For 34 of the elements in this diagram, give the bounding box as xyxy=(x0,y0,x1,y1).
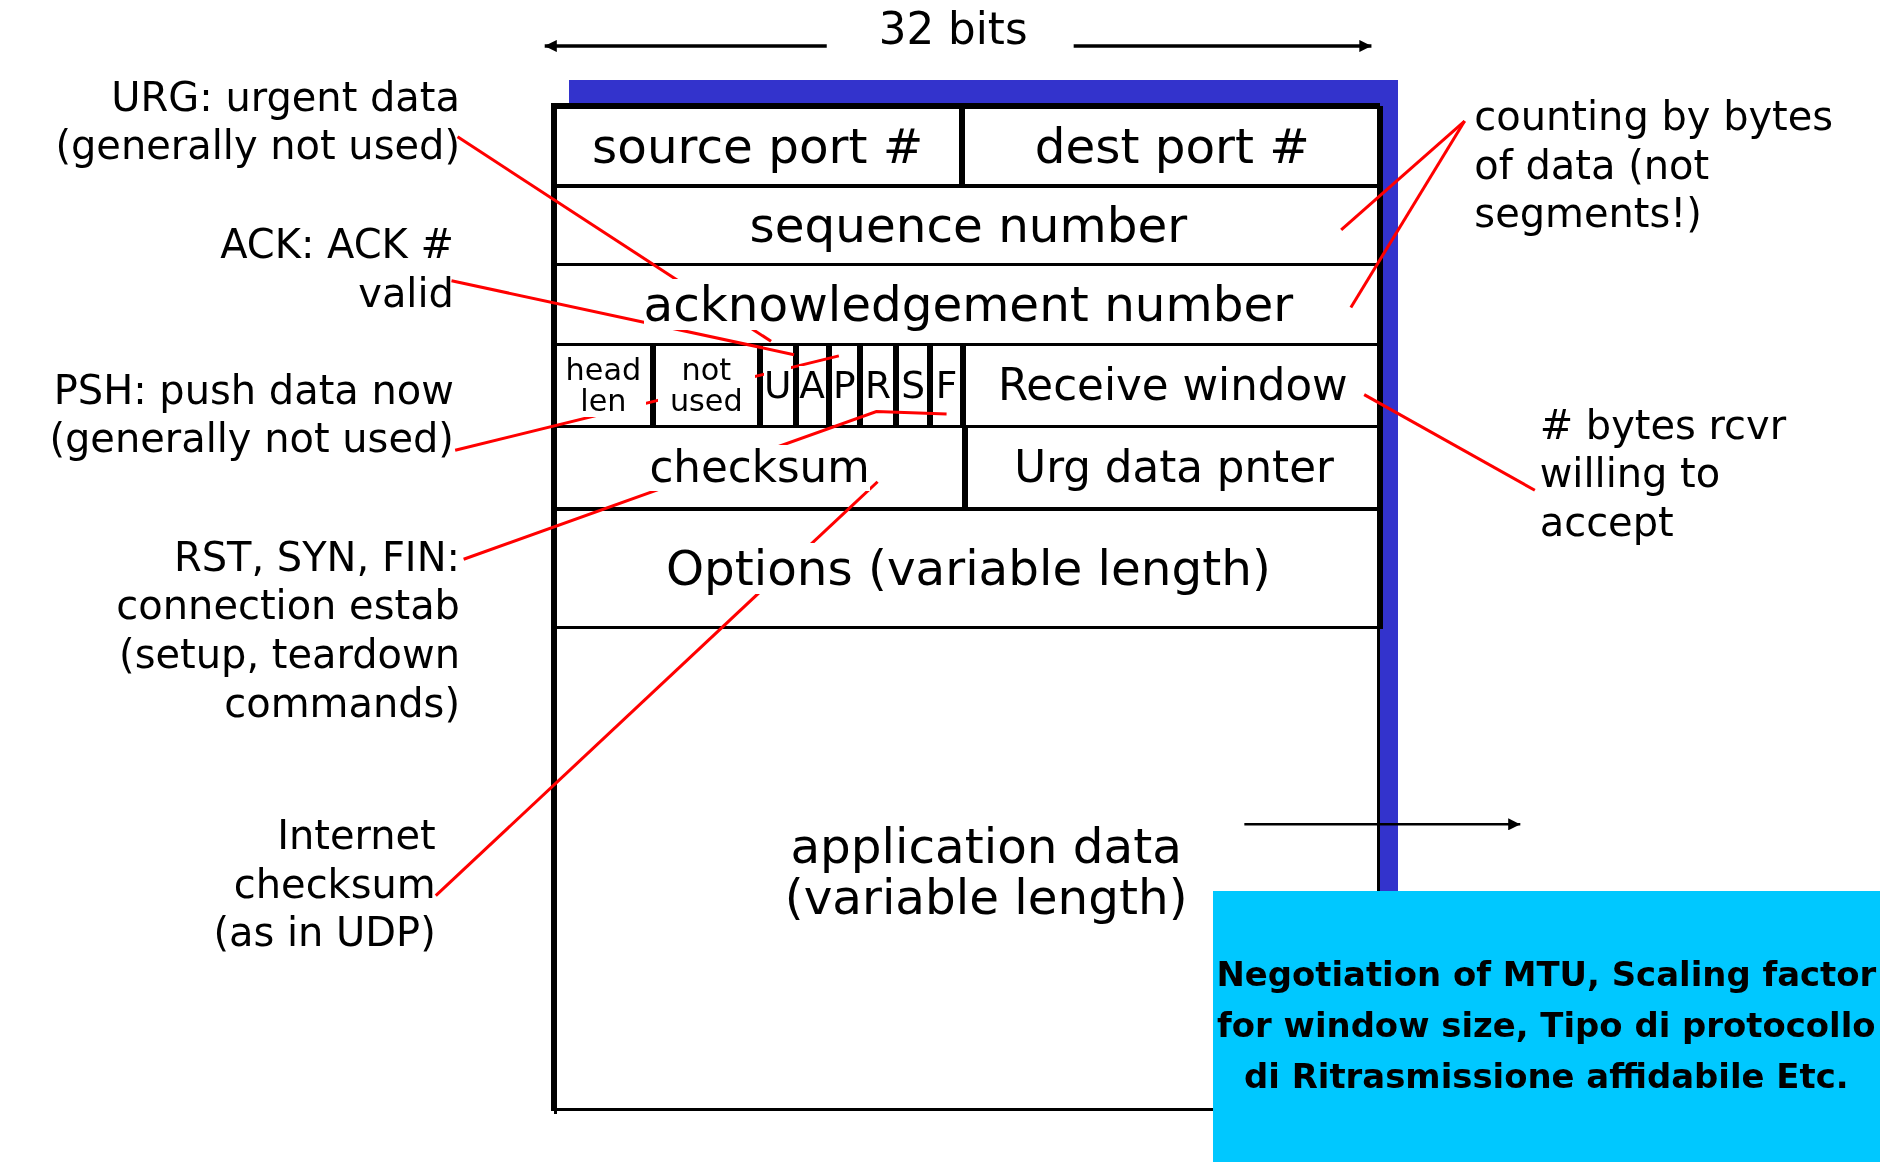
header-field xyxy=(553,105,962,187)
annotation-text: # bytes rcvr willing to accept xyxy=(1539,400,1788,547)
dimension-label: 32 bits xyxy=(877,3,1029,54)
header-field xyxy=(759,343,796,428)
field-label: checksum xyxy=(649,444,870,491)
annotation-text: ACK: ACK # valid xyxy=(219,220,454,318)
header-field xyxy=(930,343,963,428)
header-field xyxy=(553,263,1383,346)
header-field xyxy=(965,425,1383,511)
note-box xyxy=(1212,890,1880,1162)
annotation-text: URG: urgent data (generally not used) xyxy=(54,72,460,171)
header-field xyxy=(961,105,1383,187)
header-field xyxy=(653,343,760,428)
header-field xyxy=(896,343,931,428)
arrow xyxy=(1244,818,1521,831)
annotation-text: counting by bytes of data (not segments!) xyxy=(1474,92,1835,239)
leader-line xyxy=(1349,120,1466,309)
header-field xyxy=(828,343,860,428)
header-field xyxy=(860,343,897,428)
header-field xyxy=(962,343,1383,428)
leader-line xyxy=(1363,393,1536,492)
annotation-text: Internet checksum (as in UDP) xyxy=(212,811,436,958)
leader-line xyxy=(1340,119,1466,232)
leader-line xyxy=(451,279,795,357)
header-field xyxy=(553,343,653,428)
header-field xyxy=(795,343,829,428)
header-field xyxy=(553,425,966,511)
annotation-text: PSH: push data now (generally not used) xyxy=(48,365,454,463)
field-label: acknowledgement number xyxy=(643,278,1294,330)
leader-line xyxy=(434,480,879,897)
header-field xyxy=(553,184,1383,266)
header-field xyxy=(553,507,1383,629)
note-text: Negotiation of MTU, Scaling factor for window size, Tipo di protocollo di Ritrasmissione affidabile Etc. xyxy=(1215,954,1878,1098)
annotation-text: RST, SYN, FIN: connection estab (setup, teardown commands) xyxy=(115,532,460,728)
